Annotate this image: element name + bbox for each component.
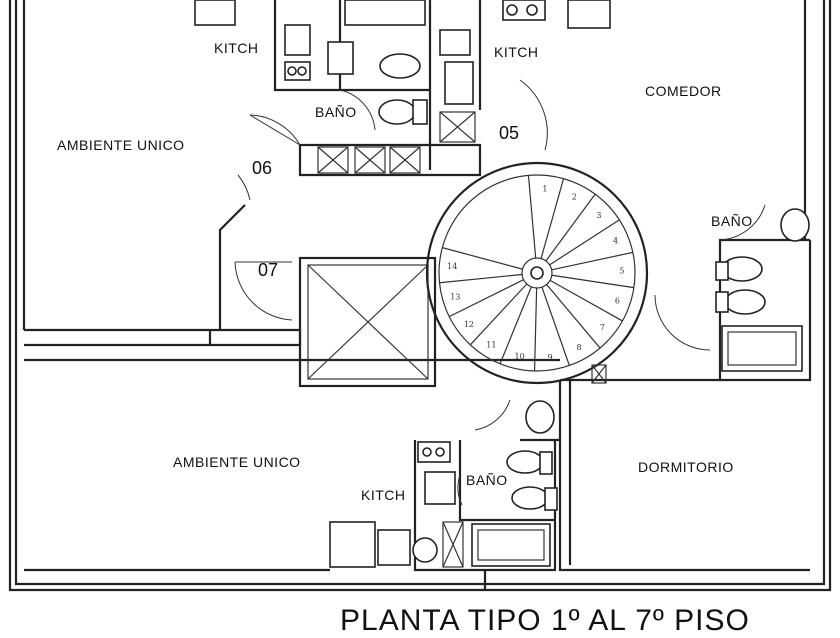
stair-tread — [540, 178, 565, 259]
label-ambiente-unico-bottom: AMBIENTE UNICO — [173, 454, 301, 470]
elevator-shaft — [298, 256, 437, 388]
stair-tread — [439, 273, 523, 284]
label-kitch-top-left: KITCH — [214, 40, 259, 56]
stair-step-number: 12 — [464, 320, 474, 329]
stair-step-number: 10 — [515, 352, 525, 361]
stair-step-number: 6 — [615, 297, 620, 306]
stair-step-number: 5 — [619, 266, 624, 275]
stair-tread — [545, 193, 596, 262]
stair-tread — [499, 286, 532, 364]
stair-tread — [546, 284, 601, 349]
stair-tread — [469, 283, 528, 346]
outer-walls — [8, 0, 832, 592]
door-swings — [234, 79, 766, 506]
unit-number-05: 05 — [499, 123, 519, 143]
stair-tread — [549, 219, 620, 266]
label-comedor: COMEDOR — [645, 83, 722, 99]
label-bano-top: BAÑO — [315, 104, 357, 120]
unit-number-07: 07 — [258, 260, 278, 280]
stair-tread — [533, 287, 538, 371]
interior-walls — [24, 0, 812, 590]
stair-tread — [551, 251, 633, 271]
label-dormitorio: DORMITORIO — [638, 459, 734, 475]
stair-step-number: 13 — [450, 293, 460, 302]
stair-step-number: 14 — [447, 262, 457, 271]
stair-step-number: 7 — [600, 323, 605, 332]
label-ambiente-unico-top: AMBIENTE UNICO — [57, 137, 185, 153]
bottom-kitchen-bath-fixtures — [329, 364, 607, 568]
plan-title: PLANTA TIPO 1º AL 7º PISO — [340, 604, 750, 637]
stair-tread — [549, 279, 623, 322]
stair-tread — [541, 286, 570, 366]
label-kitch-bottom: KITCH — [361, 487, 406, 503]
cabinet-strip — [317, 111, 476, 174]
stair-tread — [442, 247, 523, 270]
stair-step-number: 11 — [486, 341, 496, 350]
label-kitch-top-right: KITCH — [494, 44, 539, 60]
stair-step-number: 3 — [596, 211, 601, 220]
stair-tread — [448, 279, 524, 318]
unit-number-06: 06 — [252, 158, 272, 178]
stair-step-number: 8 — [576, 343, 581, 352]
stair-step-number: 4 — [613, 236, 618, 245]
bath-right-fixtures — [715, 208, 810, 372]
kitchen-top-right-fixtures — [439, 0, 611, 105]
stair-step-number: 1 — [542, 184, 547, 193]
label-bano-right: BAÑO — [711, 213, 753, 229]
kitchen-top-left-fixtures — [194, 0, 428, 125]
stair-tread — [527, 175, 537, 259]
label-bano-bottom: BAÑO — [466, 472, 508, 488]
stair-tread — [551, 274, 634, 289]
stair-step-number: 2 — [572, 193, 577, 202]
stair-step-number: 9 — [548, 353, 553, 362]
